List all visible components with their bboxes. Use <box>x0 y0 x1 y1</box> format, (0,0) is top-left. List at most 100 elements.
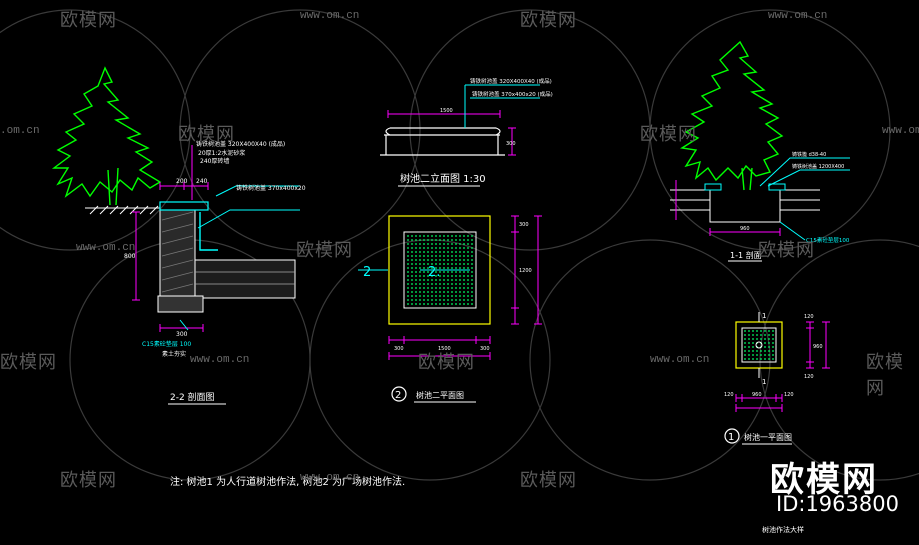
grate-dot <box>407 283 409 285</box>
grate-dot <box>463 243 465 245</box>
grate-dot <box>407 243 409 245</box>
grate-dot <box>419 291 421 293</box>
grate-dot <box>443 263 445 265</box>
note-2-2-b: 20厚1:2水泥砂浆 <box>198 149 245 157</box>
grate-dot <box>744 330 746 332</box>
grate-dot <box>443 267 445 269</box>
grate-dot <box>419 259 421 261</box>
grate-dot <box>471 255 473 257</box>
grate-dot <box>768 330 770 332</box>
grate-dot <box>415 251 417 253</box>
note-2-2-e: C15素砼垫层 100 <box>142 340 191 348</box>
grate-dot <box>459 255 461 257</box>
grate-dot <box>744 346 746 348</box>
grate-dot <box>752 338 754 340</box>
dim-1-1-a: 960 <box>740 226 750 232</box>
general-note: 注: 树池1 为人行道树池作法, 树池2 为广场树池作法. <box>170 475 405 488</box>
grate-dot <box>451 275 453 277</box>
grate-dot <box>467 255 469 257</box>
grate-dot <box>439 303 441 305</box>
elevation-2: 1500 300 铸铁树池盖 320X400X40 (成品) 铸铁树池盖 370… <box>380 77 553 187</box>
grate-dot <box>407 291 409 293</box>
grate-dot <box>471 299 473 301</box>
grate-dot <box>467 295 469 297</box>
grate-dot <box>463 271 465 273</box>
dim-2-2-a: 200 <box>176 178 188 185</box>
watermark-url-5: www.om.cn <box>76 242 136 254</box>
grate-dot <box>419 295 421 297</box>
grate-dot <box>467 247 469 249</box>
grate-cover-left <box>159 201 209 211</box>
grate-dot <box>411 287 413 289</box>
grate-dot <box>439 275 441 277</box>
plan-2-number: 2 <box>395 390 401 401</box>
grate-dot <box>423 235 425 237</box>
grate-dot <box>772 354 774 356</box>
watermark-logo-6: 欧模网 <box>758 240 815 261</box>
ground-left <box>85 205 160 215</box>
grate-dot <box>459 279 461 281</box>
grate-dot <box>407 275 409 277</box>
section-1-1: 铸铁篦 d38-40 铸铁树池盖 1200X400 C15素砼垫层100 960… <box>670 40 850 262</box>
grate-dot <box>455 299 457 301</box>
grate-dot <box>443 287 445 289</box>
grate-dot <box>772 350 774 352</box>
grate-dot <box>439 247 441 249</box>
grate-dot <box>467 291 469 293</box>
grate-dot <box>748 346 750 348</box>
grate-dot <box>752 346 754 348</box>
grate-dot <box>764 358 766 360</box>
grate-dot <box>419 267 421 269</box>
grate-dot <box>423 263 425 265</box>
grate-dot <box>748 330 750 332</box>
grate-dot <box>772 342 774 344</box>
grate-dot <box>463 291 465 293</box>
grate-dot <box>744 354 746 356</box>
grate-dot <box>439 263 441 265</box>
grate-dot <box>427 263 429 265</box>
grate-dot <box>427 267 429 269</box>
grate-dot <box>447 271 449 273</box>
grate-dot <box>443 295 445 297</box>
watermark-logo-5: 欧模网 <box>296 240 353 261</box>
grate-dot <box>407 259 409 261</box>
note-2-2-c: 240厚砖墙 <box>200 157 229 165</box>
grate-dot <box>467 243 469 245</box>
grate-dot <box>435 283 437 285</box>
grate-dot <box>411 255 413 257</box>
watermark-logo-8: 欧模网 <box>418 352 475 373</box>
watermark-arcs <box>0 9 919 481</box>
grate-dot <box>443 235 445 237</box>
grate-dot <box>423 267 425 269</box>
grate-dot <box>427 235 429 237</box>
grate-dot <box>423 259 425 261</box>
grate-dot <box>435 267 437 269</box>
plan-2-outer-frame <box>388 215 491 325</box>
grate-dot <box>471 275 473 277</box>
grate-dot <box>756 330 758 332</box>
grate-dot <box>435 279 437 281</box>
grate-dot <box>768 350 770 352</box>
grate-dot <box>467 251 469 253</box>
grate-dot <box>451 295 453 297</box>
grate-dot <box>471 291 473 293</box>
grate-dot <box>764 330 766 332</box>
grate-dot <box>419 303 421 305</box>
grate-dot <box>447 259 449 261</box>
grate-dot <box>451 255 453 257</box>
tree-left <box>51 66 162 206</box>
grate-dot <box>419 263 421 265</box>
grate-dot <box>471 259 473 261</box>
grate-dot <box>459 303 461 305</box>
grate-dot <box>431 291 433 293</box>
dim-plan1-b: 960 <box>752 392 762 398</box>
grate-dot <box>419 247 421 249</box>
grate-dot <box>435 255 437 257</box>
grate-dot <box>443 255 445 257</box>
note-2-2-f: 素土夯实 <box>162 350 186 358</box>
grate-dot <box>748 338 750 340</box>
grate-dot <box>471 295 473 297</box>
grate-dot <box>431 299 433 301</box>
grate-dot <box>427 251 429 253</box>
